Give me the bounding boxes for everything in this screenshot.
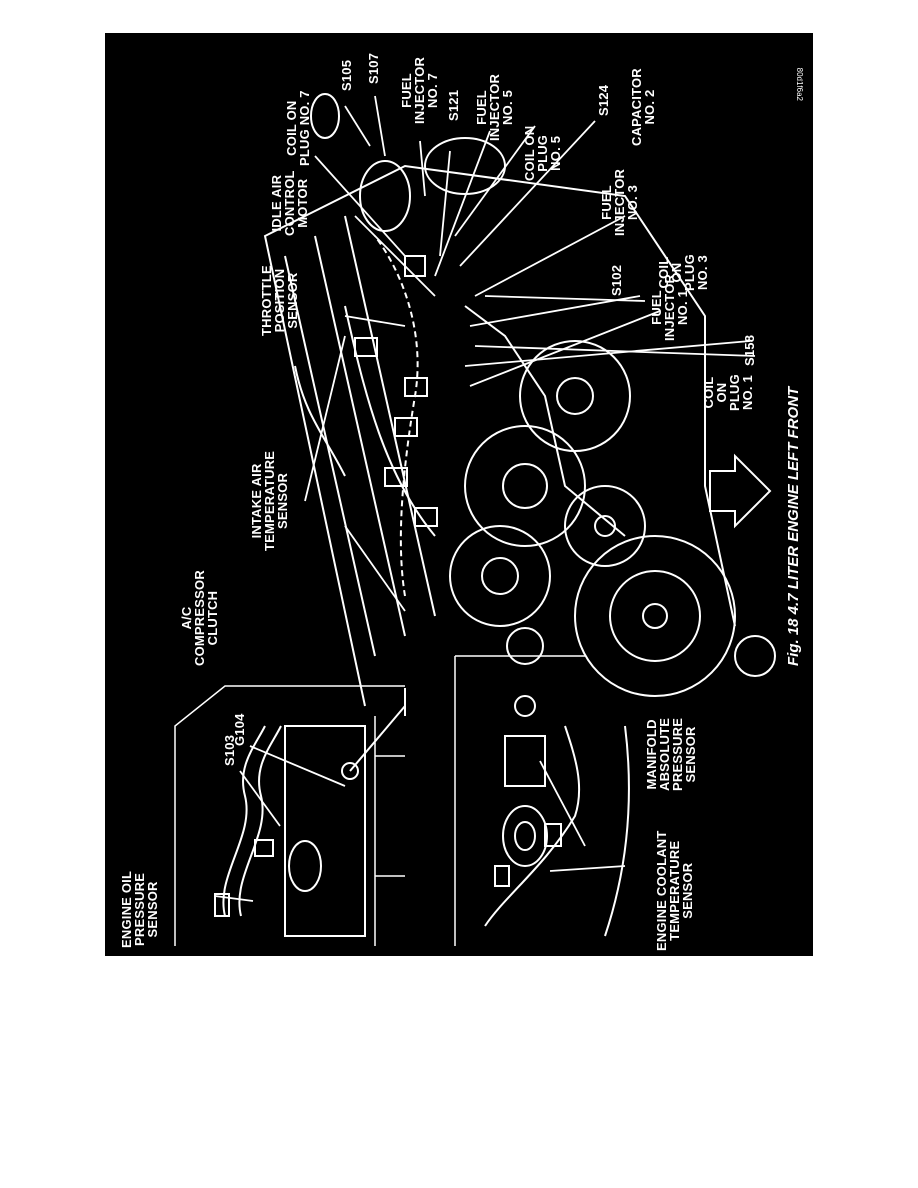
fwd-arrow-shape xyxy=(709,453,772,529)
label-s121: S121 xyxy=(446,89,461,121)
figure-caption: Fig. 18 4.7 LITER ENGINE LEFT FRONT xyxy=(785,386,802,666)
callout-leader-lines xyxy=(214,95,756,902)
label-fuel-injector-no3: FUEL INJECTOR NO. 3 xyxy=(599,168,640,236)
main-engine-illustration xyxy=(263,93,776,707)
fwd-arrow-label: FWD xyxy=(717,480,729,506)
label-capacitor-no2: CAPACITOR NO. 2 xyxy=(629,68,657,146)
part-id-tag: 80d1f6a2 xyxy=(795,67,804,101)
label-s102: S102 xyxy=(609,264,624,296)
label-fuel-injector-no1: FUEL INJECTOR NO. 1 xyxy=(649,273,690,341)
label-engine-coolant-temperature-sensor: ENGINE COOLANT TEMPERATURE SENSOR xyxy=(654,830,695,951)
label-s105: S105 xyxy=(339,59,354,91)
inset-oil-pressure-illustration xyxy=(174,685,406,946)
engine-diagram-figure: ENGINE OIL PRESSURE SENSOR S103 G104 ENG… xyxy=(105,33,813,956)
engine-line-art xyxy=(174,93,776,946)
label-manifold-absolute-pressure-sensor: MANIFOLD ABSOLUTE PRESSURE SENSOR xyxy=(644,717,698,791)
label-ac-compressor-clutch: A/C COMPRESSOR CLUTCH xyxy=(179,570,220,666)
label-s124: S124 xyxy=(596,84,611,116)
label-fuel-injector-no7: FUEL INJECTOR NO. 7 xyxy=(399,56,440,124)
label-intake-air-temperature-sensor: INTAKE AIR TEMPERATURE SENSOR xyxy=(249,450,290,551)
label-g104: G104 xyxy=(232,713,247,746)
label-s107: S107 xyxy=(366,52,381,84)
label-fuel-injector-no5: FUEL INJECTOR NO. 5 xyxy=(474,73,515,141)
label-idle-air-control-motor: IDLE AIR CONTROL MOTOR xyxy=(269,170,310,236)
rotated-diagram-canvas: ENGINE OIL PRESSURE SENSOR S103 G104 ENG… xyxy=(105,33,813,956)
label-coil-on-plug-no5: COIL ON PLUG NO. 5 xyxy=(522,125,563,181)
label-s158: S158 xyxy=(742,334,757,366)
inset-coolant-map-illustration xyxy=(454,655,630,946)
label-coil-on-plug-no1: COIL ON PLUG NO. 1 xyxy=(701,374,755,411)
label-throttle-position-sensor: THROTTLE POSITION SENSOR xyxy=(259,265,300,336)
label-coil-on-plug-no7: COIL ON PLUG NO. 7 xyxy=(284,90,312,166)
label-engine-oil-pressure-sensor: ENGINE OIL PRESSURE SENSOR xyxy=(119,870,160,948)
